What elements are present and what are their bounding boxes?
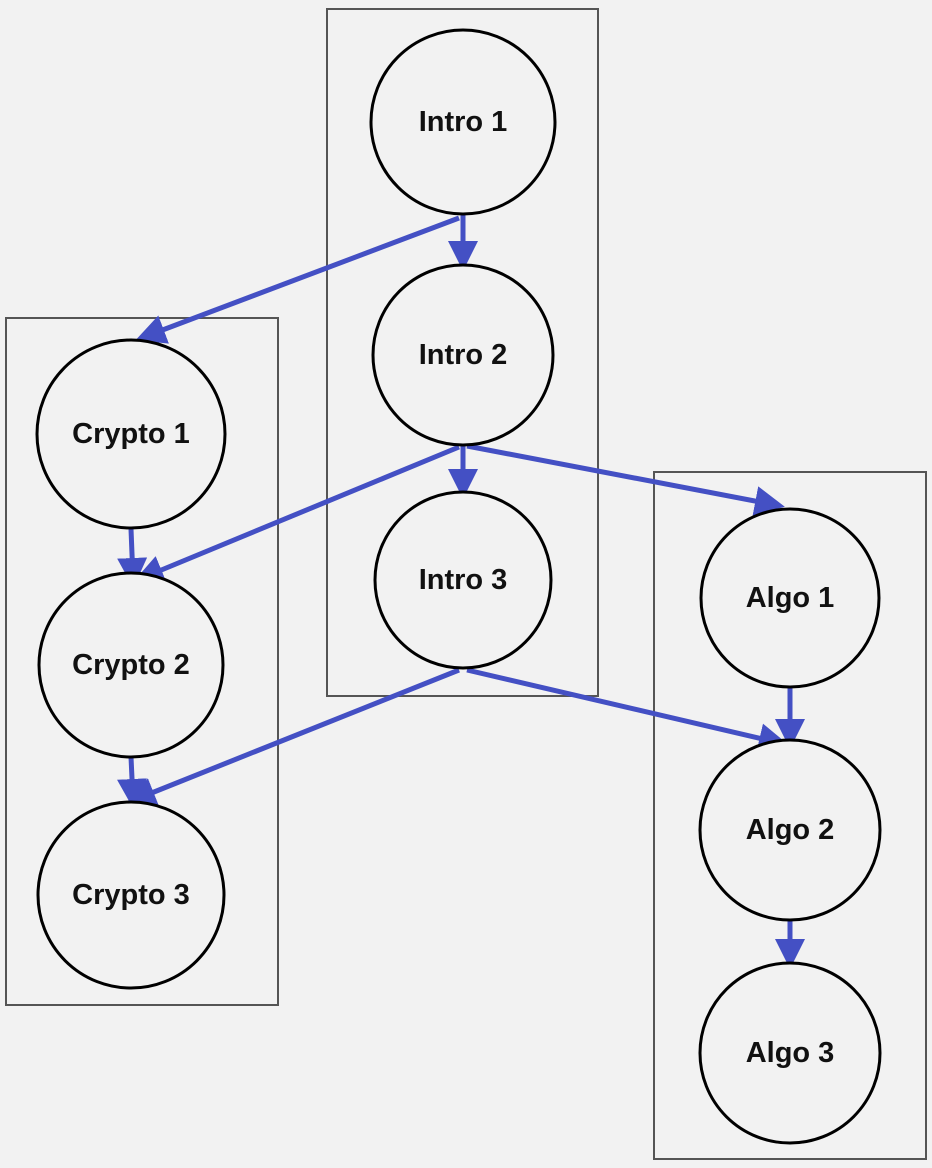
node-circle-intro3 — [373, 490, 553, 670]
node-label-intro1: Intro 1 — [419, 106, 508, 138]
node-algo3: Algo 3 — [698, 961, 882, 1145]
node-label-intro2: Intro 2 — [419, 339, 508, 371]
edges-layer — [117, 214, 805, 970]
edge-crypto2-to-crypto3 — [117, 756, 148, 809]
node-circle-algo2 — [698, 738, 882, 922]
node-circle-intro2 — [371, 263, 555, 447]
node-circle-intro1 — [369, 28, 557, 216]
node-label-crypto1: Crypto 1 — [72, 418, 190, 450]
node-intro3: Intro 3 — [373, 490, 553, 670]
node-intro2: Intro 2 — [371, 263, 555, 447]
node-crypto1: Crypto 1 — [35, 338, 227, 530]
node-label-intro3: Intro 3 — [419, 564, 508, 596]
node-circle-algo3 — [698, 961, 882, 1145]
node-intro1: Intro 1 — [369, 28, 557, 216]
node-crypto3: Crypto 3 — [36, 800, 226, 990]
node-label-crypto2: Crypto 2 — [72, 649, 190, 681]
node-crypto2: Crypto 2 — [37, 571, 225, 759]
node-circle-crypto2 — [37, 571, 225, 759]
node-label-crypto3: Crypto 3 — [72, 879, 190, 911]
edge-crypto1-to-crypto2 — [117, 528, 148, 588]
node-algo2: Algo 2 — [698, 738, 882, 922]
node-label-algo2: Algo 2 — [746, 814, 835, 846]
edge-intro1-to-crypto1 — [135, 215, 460, 344]
node-circle-crypto3 — [36, 800, 226, 990]
node-circle-algo1 — [699, 507, 881, 689]
group-box-algo — [653, 471, 927, 1160]
nodes-layer: Intro 1 Intro 2 Intro 3 Crypto 1 Crypto 2 Cry… — [35, 28, 882, 1145]
edge-intro3-to-crypto3 — [125, 667, 460, 807]
node-label-algo3: Algo 3 — [746, 1037, 835, 1069]
edge-intro2-to-algo1 — [466, 443, 785, 516]
node-label-algo1: Algo 1 — [746, 582, 835, 614]
node-algo1: Algo 1 — [699, 507, 881, 689]
edge-intro3-to-algo2 — [466, 667, 789, 753]
node-circle-crypto1 — [35, 338, 227, 530]
edge-intro2-to-crypto2 — [133, 444, 460, 584]
group-box-intro — [326, 8, 599, 697]
